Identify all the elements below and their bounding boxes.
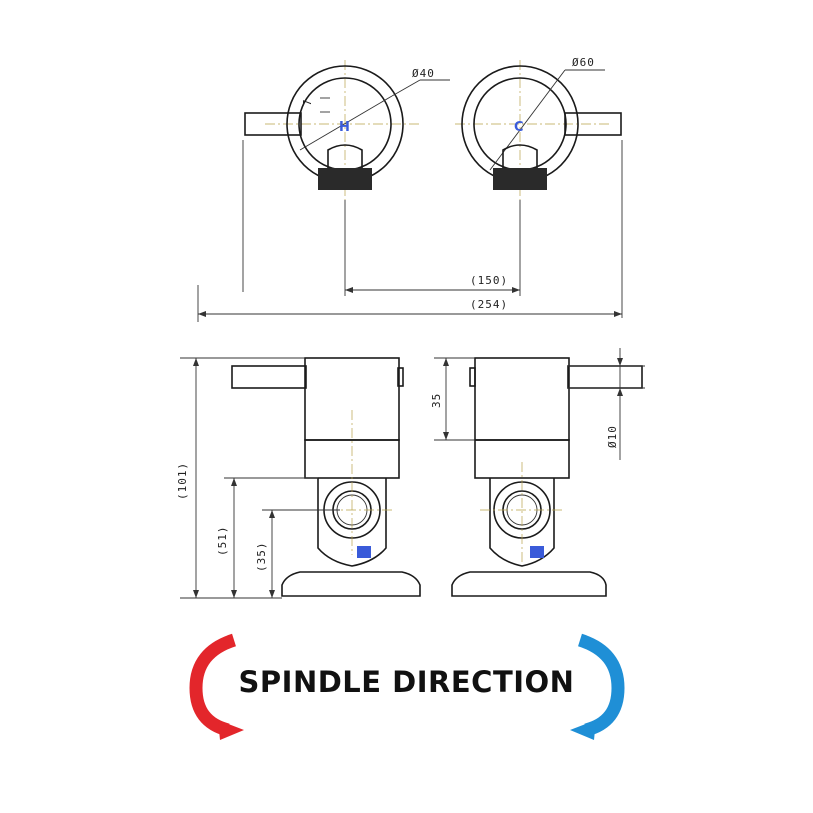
dim-body: 35 xyxy=(430,393,443,408)
dim-overall: (254) xyxy=(470,298,508,311)
spindle-direction-caption: SPINDLE DIRECTION xyxy=(238,665,575,699)
dim-base: (35) xyxy=(255,542,268,573)
hot-tap-top: 7 H Ø40 xyxy=(244,60,450,200)
watermark-icon xyxy=(530,546,544,558)
hot-thread xyxy=(318,168,372,190)
cold-thread xyxy=(493,168,547,190)
watermark-icon xyxy=(357,546,371,558)
dim-lever: Ø10 xyxy=(606,425,619,448)
side-view: (101) (51) (35) 35 Ø10 xyxy=(176,348,645,599)
dim-dia-large: Ø60 xyxy=(572,56,595,69)
dim-dia-small: Ø40 xyxy=(412,67,435,80)
dim-center: (150) xyxy=(470,274,508,287)
cold-tap-top: C Ø60 xyxy=(455,56,622,200)
cold-label: C xyxy=(514,120,524,135)
dim-outlet: (51) xyxy=(216,526,229,557)
hot-direction-arrow-icon xyxy=(189,633,244,740)
hot-tap-side xyxy=(231,357,421,597)
dim-height: (101) xyxy=(176,462,189,500)
cold-tap-side xyxy=(451,357,643,597)
top-view: 7 H Ø40 C Ø60 (150) xyxy=(197,56,623,322)
dim-gap: 7 xyxy=(301,98,314,106)
hot-label: H xyxy=(339,120,350,135)
cold-direction-arrow-icon xyxy=(570,633,625,740)
